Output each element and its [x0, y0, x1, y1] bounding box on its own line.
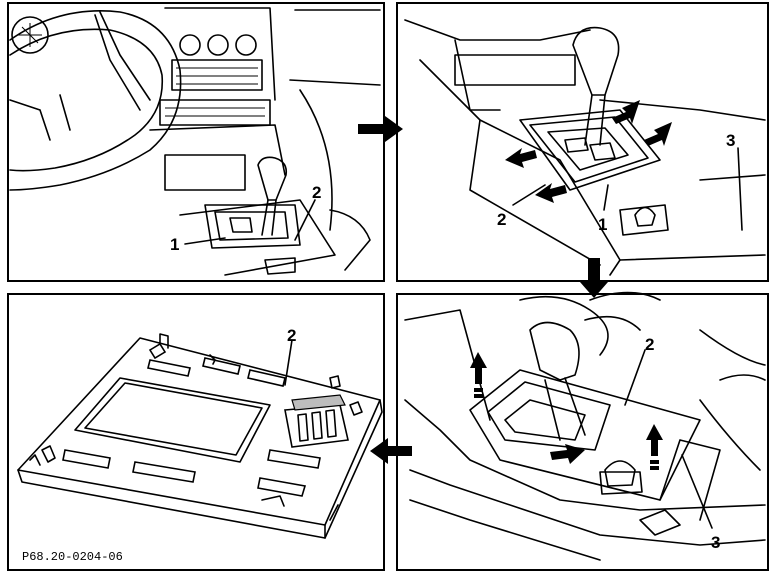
callout-line-2 [294, 199, 316, 241]
label-part-2: 2 [312, 183, 321, 202]
label-part-2b: 2 [497, 210, 506, 229]
dashboard [149, 7, 381, 231]
callout-line-1 [184, 237, 226, 245]
steering-wheel [9, 10, 182, 191]
callout-line-3b [681, 454, 713, 529]
panel-top-right: 2 1 3 [396, 2, 769, 282]
label-part-2c: 2 [287, 326, 296, 345]
panel-bottom-left-frame [7, 293, 385, 571]
panel-top-left-frame [7, 2, 385, 282]
callout-line-2b [512, 184, 546, 206]
panel-bottom-right-frame [396, 293, 769, 571]
shift-cover [179, 199, 336, 276]
shift-surround [519, 109, 661, 191]
callout-line-2c [284, 339, 293, 386]
cover-lifted [469, 369, 721, 536]
panel-top-right-frame [396, 2, 769, 282]
arrow-left [370, 438, 412, 464]
connector-block [284, 375, 363, 448]
label-part-1b: 1 [598, 215, 607, 234]
cover-plate [17, 333, 383, 539]
callout-line-1b [603, 184, 609, 211]
arrow-down [580, 258, 608, 298]
figure-code: P68.20-0204-06 [22, 550, 123, 564]
arrow-right [358, 116, 403, 142]
lift-arrows [470, 352, 663, 470]
gear-lever [257, 156, 288, 236]
direction-arrows [505, 100, 672, 203]
callout-line-3 [737, 147, 743, 231]
hand-and-lever [519, 291, 661, 441]
callout-line-2d [624, 349, 646, 406]
console-button [619, 204, 669, 236]
console-button-b [599, 460, 643, 495]
label-part-3: 3 [726, 131, 735, 150]
label-part-1: 1 [170, 235, 179, 254]
label-part-2d: 2 [645, 335, 654, 354]
console [404, 19, 766, 276]
panel-bottom-left: 2 P68.20-0204-06 [7, 293, 385, 571]
gear-lever-2 [572, 26, 620, 146]
panel-top-left: 1 2 [7, 2, 385, 282]
panel-bottom-right: 2 3 [396, 291, 769, 571]
label-part-3b: 3 [711, 533, 720, 552]
seat-edge [329, 209, 371, 271]
